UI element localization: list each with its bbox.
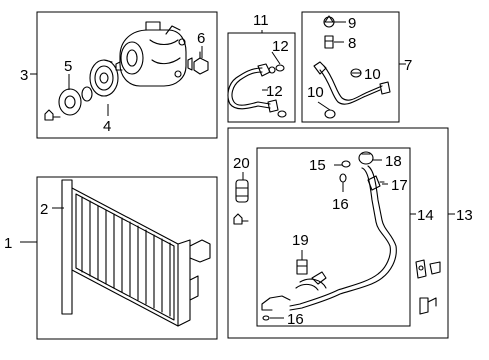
- cap-18: [358, 151, 374, 165]
- callout-13: 13: [456, 207, 473, 224]
- callout-12b: 12: [266, 83, 283, 100]
- suction-hose-group-box: [301, 11, 400, 123]
- pressure-switch: [187, 51, 209, 75]
- bracket-right-c: [419, 297, 437, 315]
- callout-16a: 16: [332, 196, 349, 213]
- condenser: [61, 179, 211, 327]
- callout-3: 3: [20, 67, 28, 84]
- callout-12a: 12: [272, 38, 289, 55]
- bracket-right-b: [429, 261, 441, 275]
- cap-9: [323, 15, 335, 28]
- callout-10a: 10: [364, 66, 381, 83]
- callout-1: 1: [4, 235, 12, 252]
- callout-20: 20: [233, 155, 250, 172]
- clutch-hub: [89, 59, 119, 97]
- callout-5: 5: [64, 58, 72, 75]
- callout-15: 15: [309, 157, 326, 174]
- o-ring-12b: [277, 110, 287, 118]
- callout-7: 7: [404, 57, 412, 74]
- callout-17: 17: [391, 177, 408, 194]
- callout-14: 14: [417, 207, 434, 224]
- suction-hose: [313, 61, 391, 105]
- callout-9: 9: [348, 15, 356, 32]
- callout-19: 19: [292, 232, 309, 249]
- discharge-hose: [227, 63, 279, 113]
- o-ring-16b: [262, 315, 270, 321]
- sight-valve-19: [296, 259, 308, 275]
- pipe-assembly-inner-box: [256, 147, 411, 327]
- bolt-20: [233, 213, 249, 225]
- receiver-drier-20: [235, 179, 249, 203]
- callout-10b: 10: [307, 84, 324, 101]
- callout-18: 18: [385, 153, 402, 170]
- callout-8: 8: [348, 35, 356, 52]
- o-ring-16a: [339, 173, 347, 183]
- valve-core-8: [324, 35, 334, 49]
- callout-6: 6: [197, 30, 205, 47]
- callout-2: 2: [40, 201, 48, 218]
- bracket-right-a: [415, 259, 427, 279]
- compressor-group-box: [36, 11, 218, 139]
- mounting-bolt: [44, 109, 61, 121]
- leader-10b: [317, 101, 331, 111]
- main-pipe: [261, 165, 397, 311]
- compressor-body: [115, 21, 187, 87]
- callout-4: 4: [103, 118, 111, 135]
- callout-11: 11: [253, 12, 269, 29]
- valve-17: [367, 175, 385, 191]
- pulley: [58, 88, 82, 116]
- o-ring-15: [341, 160, 351, 168]
- leader-12a: [271, 51, 281, 65]
- condenser-group-box: [36, 176, 218, 340]
- callout-16b: 16: [287, 311, 304, 328]
- o-ring-10b: [324, 109, 336, 119]
- pipe-assembly-outer-box: [227, 127, 449, 339]
- o-ring-12a: [275, 64, 285, 72]
- shim-ring: [81, 86, 93, 102]
